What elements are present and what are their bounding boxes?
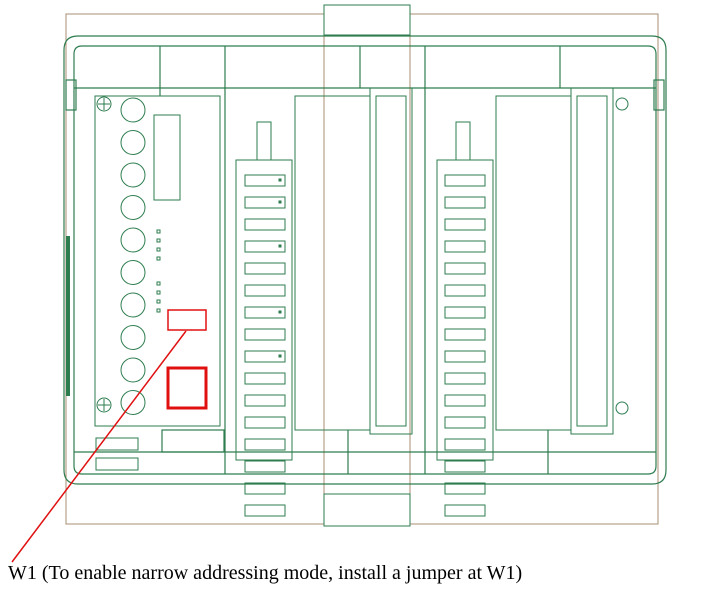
- io-slot: [444, 350, 486, 363]
- rotary-switch: [120, 195, 146, 220]
- io-module-1: [235, 87, 413, 517]
- mount-screw-bottom: [96, 397, 112, 413]
- io-slot: [444, 328, 486, 341]
- io-slot: [244, 284, 286, 297]
- rotary-switch: [120, 292, 146, 318]
- rotary-switch: [120, 130, 146, 155]
- io-slot: [444, 306, 486, 319]
- status-leds: [156, 229, 161, 313]
- io-slot: [444, 438, 486, 451]
- w1-jumper-box: [167, 309, 207, 331]
- housing-inner: [73, 45, 657, 475]
- status-led: [156, 299, 161, 304]
- io-slot: [444, 416, 486, 429]
- controller-module: [94, 95, 221, 471]
- io-slot: [444, 240, 486, 253]
- w1-callout-caption: W1 (To enable narrow addressing mode, in…: [8, 562, 523, 584]
- slot-indicator: [278, 354, 282, 358]
- io-slot: [444, 482, 486, 495]
- housing-outer: [63, 35, 667, 485]
- io-slot: [444, 504, 486, 517]
- status-led: [156, 229, 161, 234]
- io-slot: [244, 218, 286, 231]
- slot-indicator: [278, 244, 282, 248]
- mount-clip-top: [323, 4, 411, 36]
- mount-clip-bottom: [323, 493, 411, 527]
- slot-indicator: [278, 178, 282, 182]
- io-slot: [244, 504, 286, 517]
- io-slot: [444, 394, 486, 407]
- mounting-plates: [65, 4, 659, 527]
- rotary-switches: [120, 97, 146, 415]
- rotary-switch: [120, 260, 146, 285]
- rotary-switch: [120, 227, 146, 253]
- io-slot: [244, 174, 286, 187]
- status-led: [156, 256, 161, 261]
- mount-screw-top: [96, 96, 112, 112]
- io-slot: [444, 174, 486, 187]
- io-slot: [244, 306, 286, 319]
- io-slot: [244, 372, 286, 385]
- io-slot: [244, 416, 286, 429]
- side-latch-left: [65, 79, 77, 111]
- rotary-switch: [120, 162, 146, 188]
- io-slot: [244, 482, 286, 495]
- slot-indicator: [278, 310, 282, 314]
- mount-plate-right: [409, 13, 659, 525]
- io-slot: [444, 196, 486, 209]
- tab-left-bottom-1: [95, 437, 139, 451]
- slot-indicator: [278, 200, 282, 204]
- status-led: [156, 290, 161, 295]
- io-slot: [444, 460, 486, 473]
- w1-connector-box: [166, 366, 208, 410]
- io-slot: [444, 372, 486, 385]
- terminal-strip-1: [369, 87, 413, 435]
- rotary-switch: [120, 325, 146, 350]
- io-slot: [244, 262, 286, 275]
- io-slot: [244, 350, 286, 363]
- terminal-cover-1: [294, 95, 371, 431]
- io-slot: [244, 196, 286, 209]
- side-latch-right: [653, 79, 665, 111]
- io-slot: [244, 240, 286, 253]
- io-slot: [444, 284, 486, 297]
- tab-left-bottom-2: [95, 457, 139, 471]
- w1-highlight: [11, 309, 208, 563]
- io-slot: [244, 328, 286, 341]
- status-led: [156, 238, 161, 243]
- status-led: [156, 247, 161, 252]
- housing: [63, 35, 667, 485]
- terminal-cover-2: [495, 95, 572, 431]
- rotary-switch: [120, 357, 146, 383]
- io-slot: [244, 438, 286, 451]
- display-window: [153, 114, 181, 201]
- io-slots-2: [444, 174, 486, 517]
- terminal-strip-2: [570, 87, 614, 435]
- callout-leader-line: [11, 330, 187, 563]
- status-led: [156, 308, 161, 313]
- controller-faceplate: [94, 95, 221, 427]
- io-module-2: [436, 87, 629, 517]
- io-slot: [444, 262, 486, 275]
- right-screws: [615, 97, 629, 415]
- rotary-switch: [120, 390, 146, 415]
- io-slot: [244, 394, 286, 407]
- io-slots-1: [244, 174, 286, 517]
- status-led: [156, 281, 161, 286]
- io-slot: [244, 460, 286, 473]
- io-slot: [444, 218, 486, 231]
- rotary-switch: [120, 97, 146, 123]
